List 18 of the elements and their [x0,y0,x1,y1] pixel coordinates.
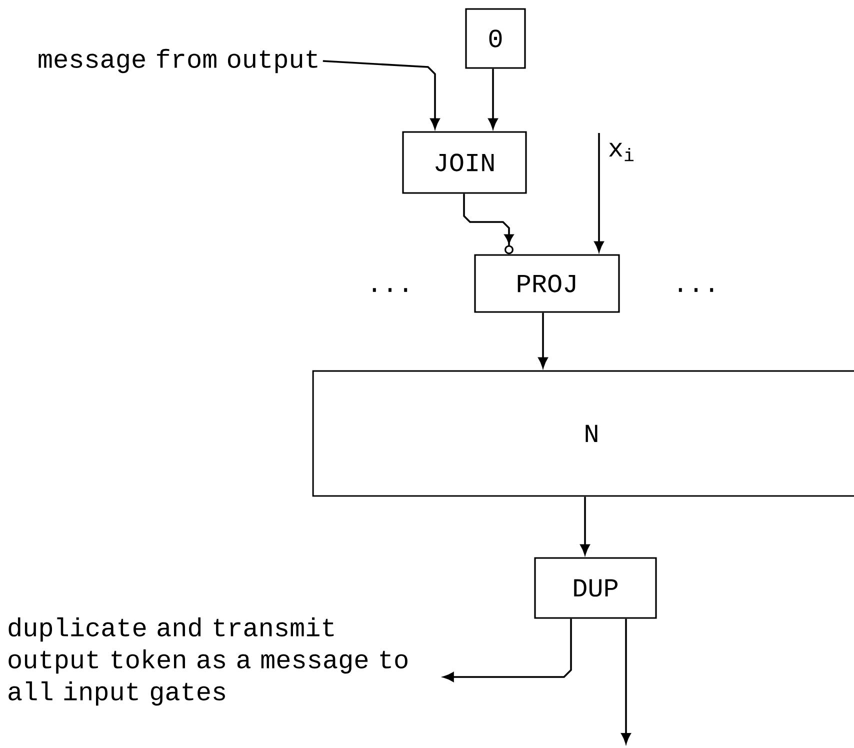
arrow [594,133,604,252]
ellipsis: ... [372,288,408,292]
arrow [463,194,514,254]
input-text: message from output [38,48,318,74]
arrow [443,618,572,682]
process-box: DUP [534,557,657,619]
arrow [621,618,631,744]
arrow [538,312,548,368]
arrow [322,60,440,129]
ellipsis: ... [678,288,714,292]
process-box: N [312,370,854,497]
arrow [488,68,498,129]
note-text: duplicate and transmit output token as a message to all input gates [8,617,408,706]
edge-label: x$_{i}$ [609,142,634,162]
arrow [580,496,590,555]
process-box: PROJ [474,254,620,313]
process-box: 0 [465,8,526,69]
process-box: JOIN [402,131,527,194]
